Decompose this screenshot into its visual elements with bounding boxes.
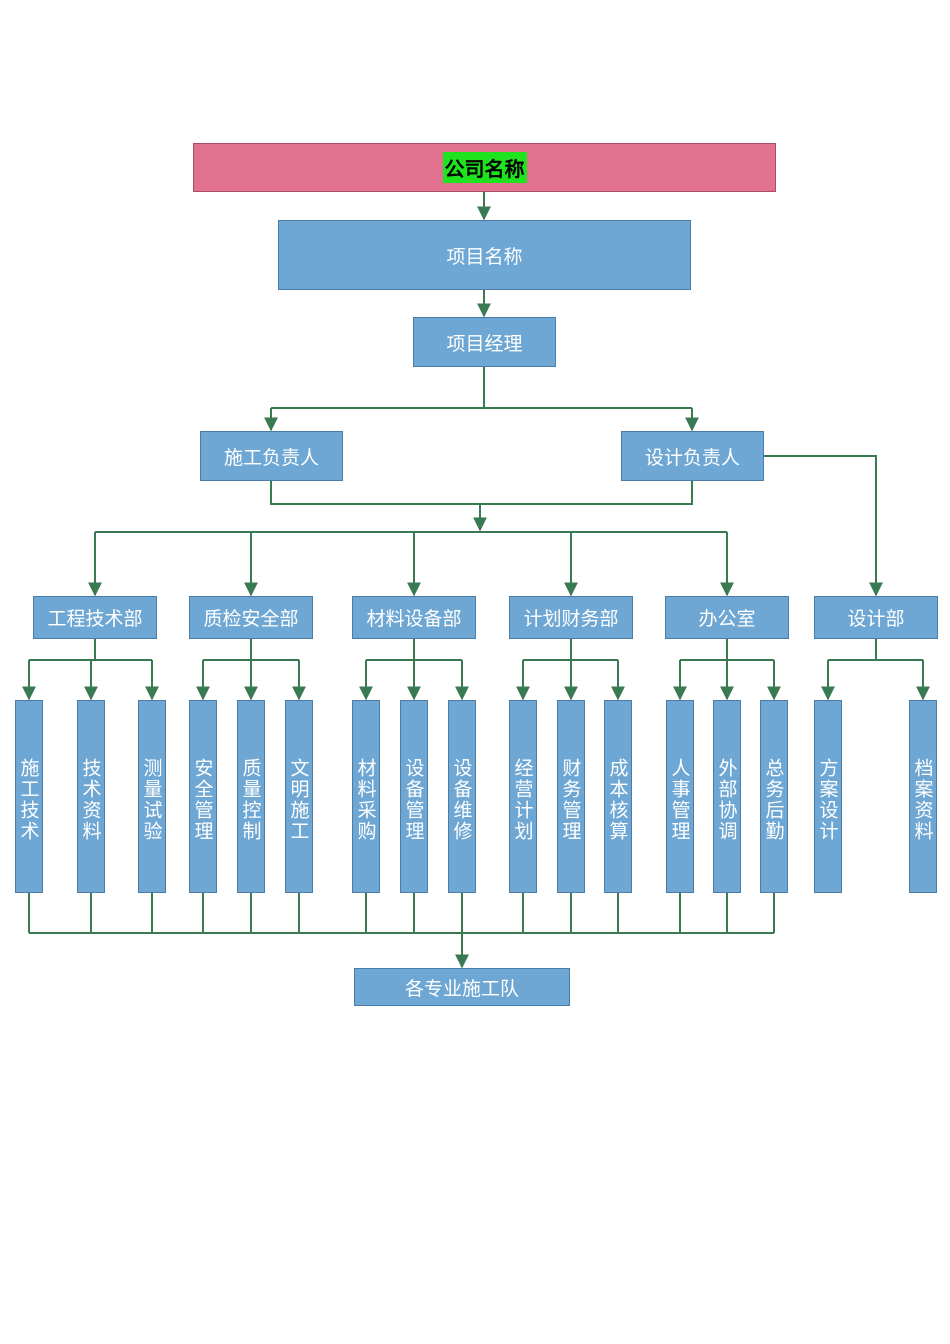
dept-engineering: 工程技术部 <box>33 596 157 639</box>
unit-hr-mgmt: 人事管理 <box>666 700 694 893</box>
unit-tech-docs: 技术资料 <box>77 700 105 893</box>
construction-teams-box: 各专业施工队 <box>354 968 570 1006</box>
dept-materials: 材料设备部 <box>352 596 476 639</box>
dept-design: 设计部 <box>814 596 938 639</box>
unit-business-plan: 经营计划 <box>509 700 537 893</box>
unit-external-coord: 外部协调 <box>713 700 741 893</box>
unit-survey-test: 测量试验 <box>138 700 166 893</box>
dept-quality-safety: 质检安全部 <box>189 596 313 639</box>
unit-quality-ctrl: 质量控制 <box>237 700 265 893</box>
unit-civil-construction: 文明施工 <box>285 700 313 893</box>
unit-cost-accounting: 成本核算 <box>604 700 632 893</box>
project-manager-box: 项目经理 <box>413 317 556 367</box>
unit-finance-mgmt: 财务管理 <box>557 700 585 893</box>
unit-material-purchase: 材料采购 <box>352 700 380 893</box>
unit-archives: 档案资料 <box>909 700 937 893</box>
unit-equipment-mgmt: 设备管理 <box>400 700 428 893</box>
dept-planning-finance: 计划财务部 <box>509 596 633 639</box>
unit-construction-tech: 施工技术 <box>15 700 43 893</box>
company-box: 公司名称 <box>193 143 776 192</box>
project-box: 项目名称 <box>278 220 691 290</box>
unit-logistics: 总务后勤 <box>760 700 788 893</box>
unit-scheme-design: 方案设计 <box>814 700 842 893</box>
unit-safety-mgmt: 安全管理 <box>189 700 217 893</box>
connector-design-lead-dept <box>764 455 883 597</box>
connector-leads-merge <box>270 481 693 505</box>
company-name: 公司名称 <box>442 152 527 183</box>
dept-office: 办公室 <box>665 596 789 639</box>
unit-equipment-repair: 设备维修 <box>448 700 476 893</box>
design-lead-box: 设计负责人 <box>621 431 764 481</box>
construction-lead-box: 施工负责人 <box>200 431 343 481</box>
